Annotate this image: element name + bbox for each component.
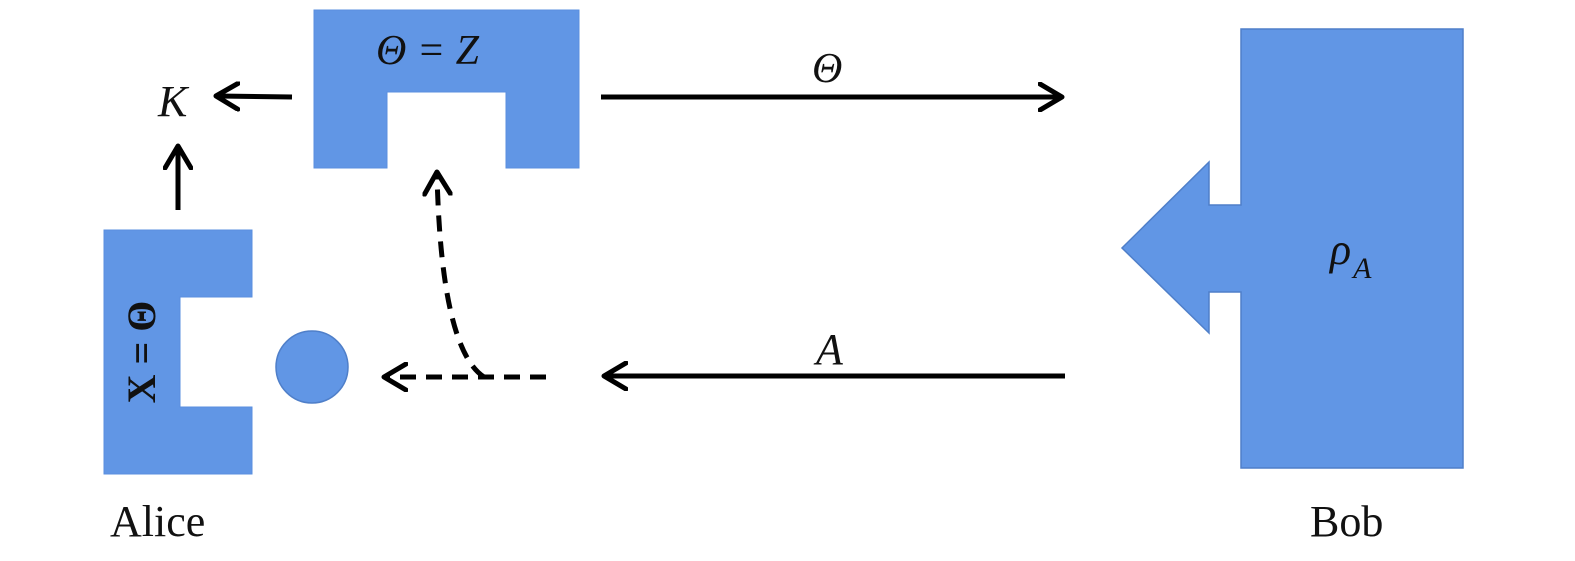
alice-measurement-box	[103, 229, 253, 475]
bob-label: Bob	[1310, 497, 1384, 546]
alice-system-circle	[275, 330, 349, 404]
dashed-arrow-to-top-box	[437, 174, 486, 380]
theta-eq-z-label: Θ = Z	[376, 28, 480, 74]
arrow-to-k	[218, 96, 293, 97]
measurement-box-top	[313, 9, 580, 169]
bob-source-box	[1120, 28, 1464, 469]
rho-a-label: ρA	[1330, 225, 1372, 285]
x-eq-theta-label: X = Θ	[119, 300, 164, 404]
a-edge-label: A	[816, 325, 843, 374]
k-label: K	[158, 77, 188, 126]
theta-edge-label: Θ	[812, 46, 843, 92]
alice-label: Alice	[110, 497, 206, 546]
